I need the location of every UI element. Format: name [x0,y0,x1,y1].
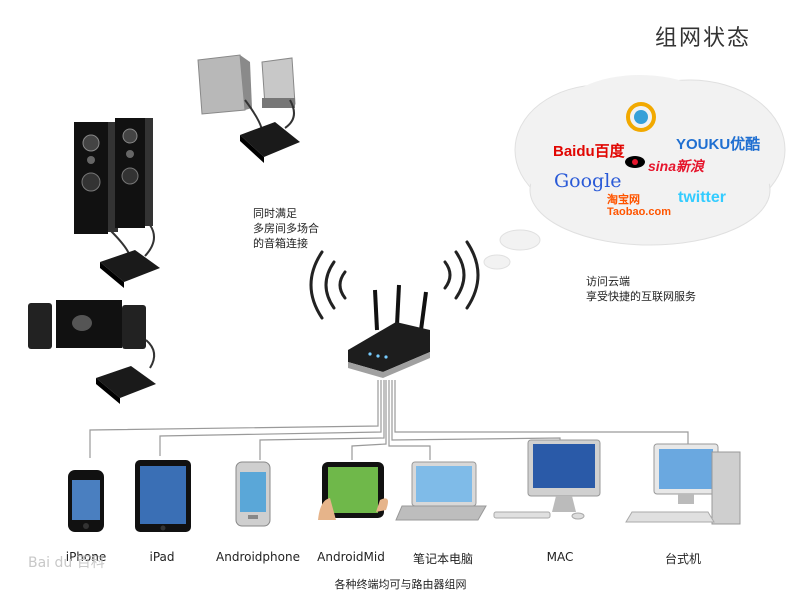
iphone-device [68,470,104,532]
baidu-logo: Baidu百度 [553,140,625,161]
cloud [483,75,786,270]
wifi-signal-left-icon [309,250,347,320]
qq-logo-icon [626,102,656,132]
floor-speakers [74,118,155,259]
note-line: 访问云端 [586,275,630,288]
page-title: 组网状态 [655,26,752,51]
ipad-device [135,460,191,532]
device-label-desktop: 台式机 [664,552,701,566]
twitter-logo: twitter [678,189,726,206]
device-label-mac: MAC [546,550,574,564]
youku-logo: YOUKU优酷 [676,136,761,153]
note-line: 多房间多场合 [253,222,319,235]
router [348,284,430,378]
device-label-ipad: iPad [149,550,175,564]
wireless-adapter-middle [100,250,160,288]
device-label-laptop: 笔记本电脑 [412,552,473,566]
bottom-caption: 各种终端均可与路由器组网 [334,578,467,591]
baidu-watermark: Bai du 百科 [28,555,105,571]
taobao-logo: 淘宝网 Taobao.com [607,194,671,218]
device-label-iphone: iPhone [65,550,107,564]
desktop-pc-device [625,443,741,525]
wifi-signal-right-icon [443,240,480,310]
wireless-adapter-top [240,122,300,163]
cloud-access-note: 访问云端 享受快捷的互联网服务 [586,274,696,304]
android-tablet-device [318,462,388,520]
wireless-adapter-bottom [96,366,156,404]
device-label-androidphone: Androidphone [216,550,300,564]
multi-room-speaker-note: 同时满足 多房间多场合 的音箱连接 [253,206,319,251]
sina-eye-icon [625,156,645,168]
google-logo: Google [554,170,622,192]
note-line: 的音箱连接 [253,237,308,250]
note-line: 享受快捷的互联网服务 [586,290,696,303]
device-label-androidmid: AndroidMid [317,550,385,564]
laptop-device [395,461,487,521]
desktop-speakers-2-1 [28,300,156,369]
note-line: 同时满足 [253,207,297,220]
computer-speakers-top [197,54,296,131]
baidu-logo-text: Baidu百度 [553,143,625,160]
android-phone-device [235,461,271,527]
imac-device [493,439,601,520]
sina-logo: sina新浪 [648,158,705,174]
